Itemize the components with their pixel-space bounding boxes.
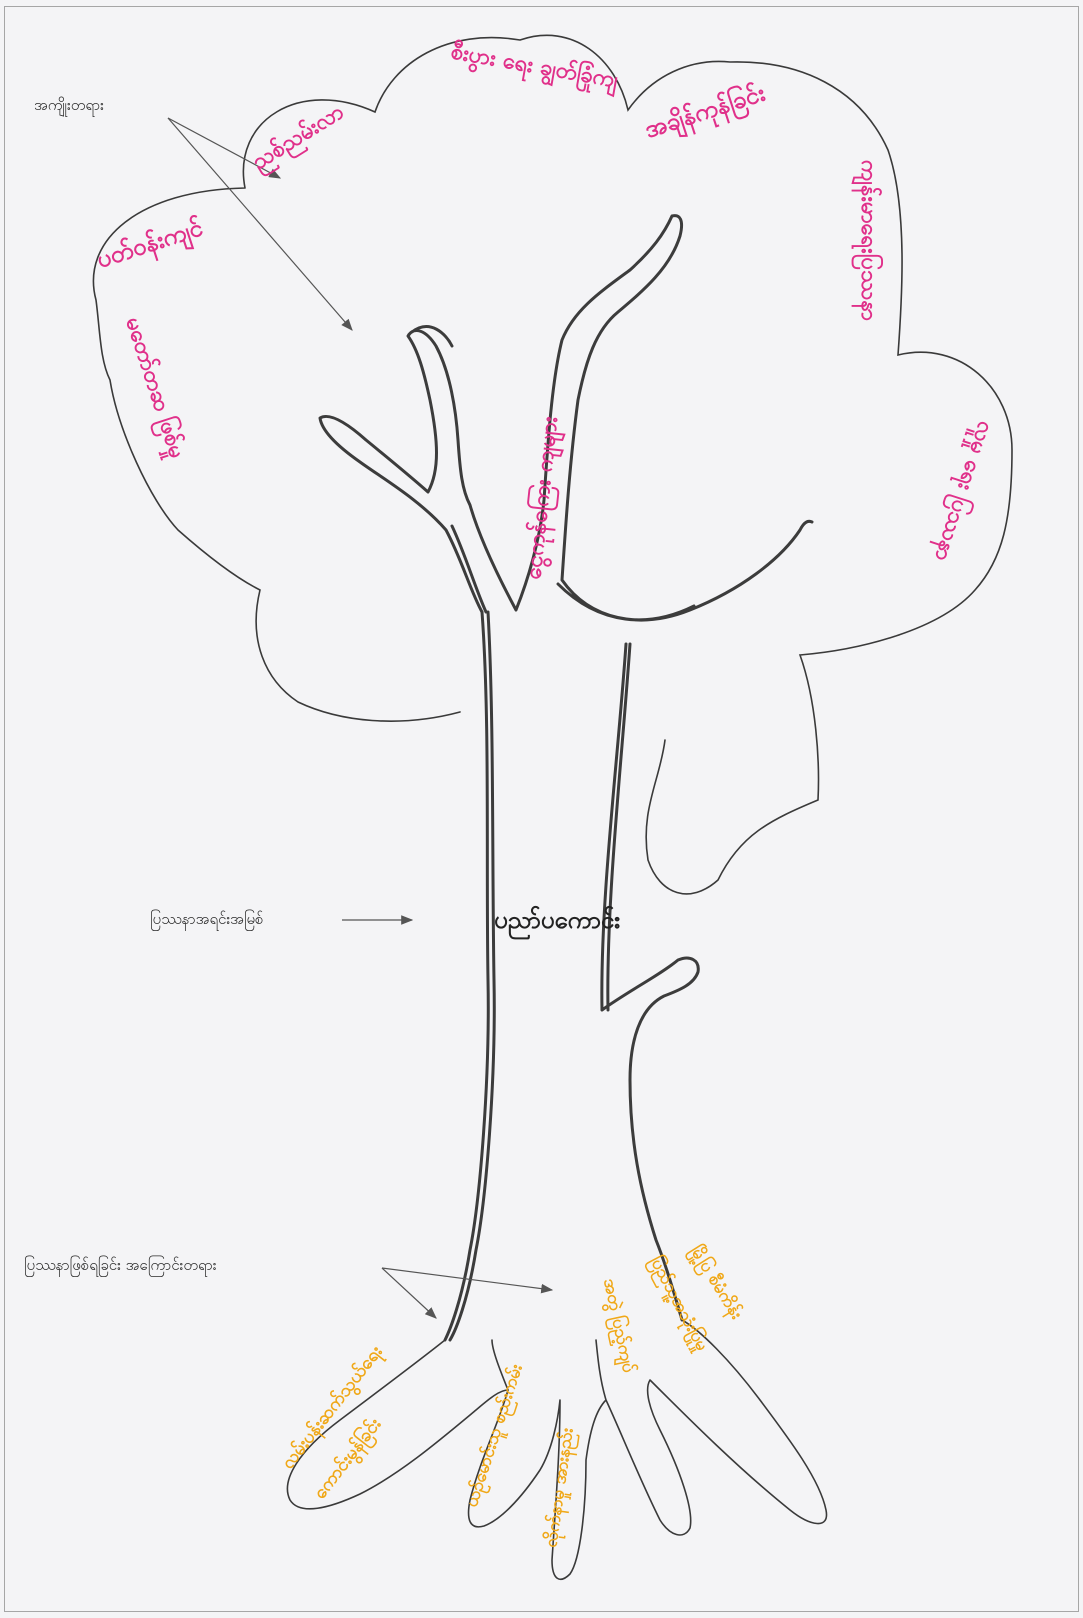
arrow-causes-left	[382, 1268, 436, 1318]
trunk-text: ပညာ်ပကောင်း	[494, 905, 620, 940]
cause-text-5: အတွဲ ပြည့်ကျပ်	[595, 1276, 641, 1376]
cause-text-3: ယဉ်မောင်းသူ စည်းကမ်း	[461, 1361, 531, 1511]
fruit-texts: ပတ်ဝန်းကျင် ညစ်ညမ်းလာ စီးပွား ရေး ချွတ်ခ…	[93, 36, 1001, 581]
cause-text-1: လမ်းပန်းဆက်သွယ်ရေး	[277, 1341, 390, 1476]
label-fruits: အကျိုးတရား	[34, 96, 104, 118]
cause-text-4: လိုက်နာမှု အားနည်း	[540, 1426, 582, 1549]
fruit-text-5: ကျန်းမာရေးပြဿနာ	[851, 160, 884, 321]
cause-texts: လမ်းပန်းဆက်သွယ်ရေး ကောင်းမွန်ခြင်း ယဉ်မေ…	[277, 1240, 750, 1549]
fruit-text-6: ငွေကုန်ကြေး ကျများ	[518, 415, 568, 582]
fruit-text-1: ပတ်ဝန်းကျင်	[93, 212, 208, 279]
fruit-text-4: အချိန်ကုန်ခြင်း	[641, 77, 771, 150]
tree-branches	[320, 216, 812, 620]
fruit-text-2: ညစ်ညမ်းလာ	[247, 98, 351, 180]
fruit-text-8: လူမှု ရေး ပြဿနာ	[925, 417, 1001, 566]
annotation-arrows	[168, 118, 552, 1318]
fruit-text-3: စီးပွား ရေး ချွတ်ခြုံကျ	[448, 36, 621, 98]
label-core-problem: ပြဿနာအရင်းအမြစ်	[150, 910, 263, 932]
label-causes: ပြဿနာဖြစ်ရခြင်း အကြောင်းတရား	[24, 1256, 217, 1278]
tree-trunk	[445, 612, 698, 1340]
